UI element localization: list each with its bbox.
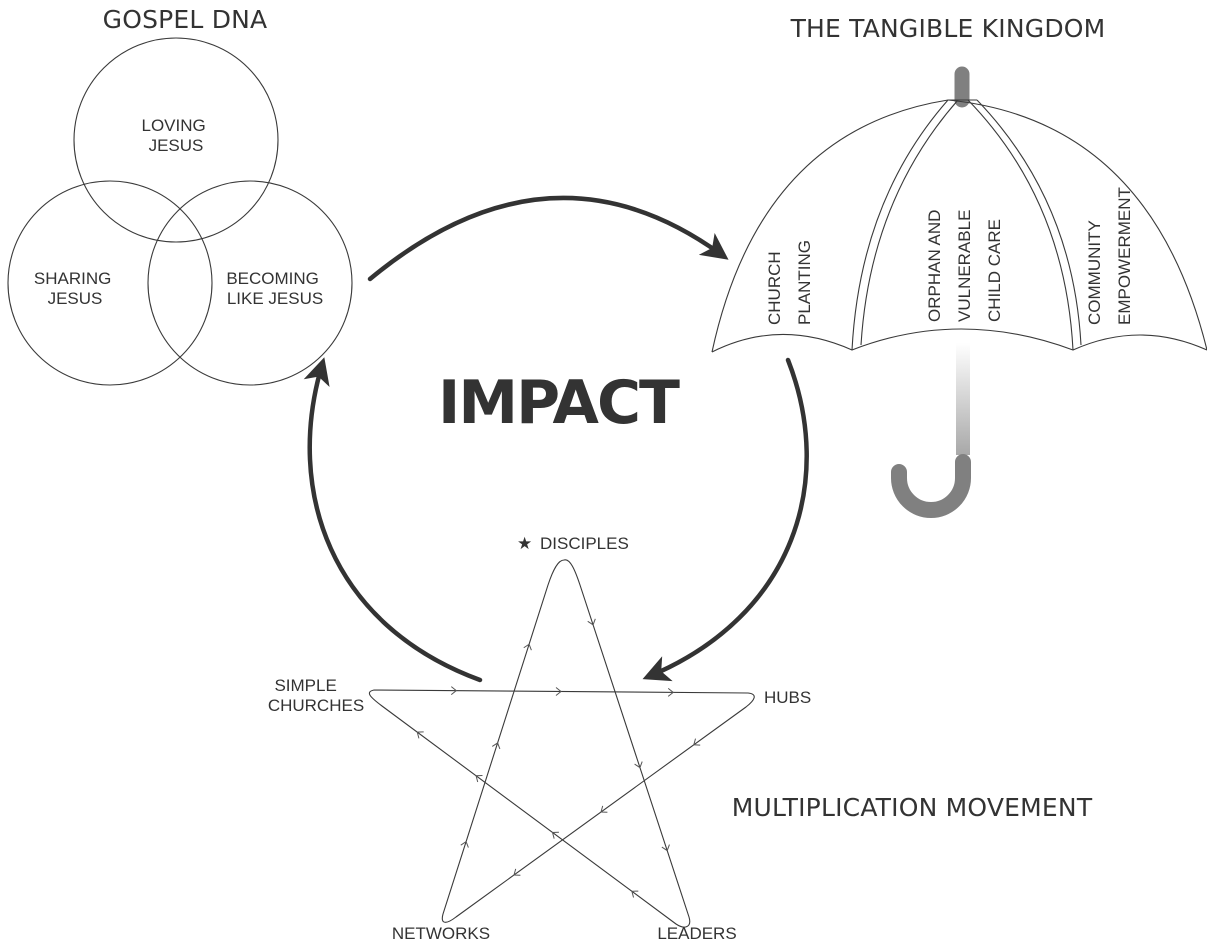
impact-cycle (303, 195, 809, 683)
venn-label-sharing: SHARING JESUS (34, 269, 116, 308)
umbrella-shaft (956, 343, 970, 455)
umbrella-canopy-left-edge (711, 99, 949, 353)
flow-chevron (513, 868, 521, 876)
flow-chevron (587, 618, 596, 626)
flow-chevron (667, 687, 675, 697)
impact-title: IMPACT (438, 368, 680, 438)
umbrella-rib-right-inner (976, 99, 1082, 346)
flow-chevron (555, 687, 562, 696)
umbrella-panel-church-planting: CHURCH PLANTING (765, 240, 814, 325)
venn-circle-becoming (147, 180, 353, 386)
cycle-arrow-to-kingdom (367, 195, 729, 282)
star-label-hubs: HUBS (764, 688, 811, 707)
flow-chevron (661, 844, 670, 852)
flow-chevron (491, 742, 501, 750)
star-path (368, 559, 755, 928)
flow-chevron (551, 831, 559, 839)
cycle-arrow-to-gospel (303, 357, 483, 683)
umbrella-rib-left-outer (851, 99, 949, 351)
venn-circle-loving (73, 37, 279, 243)
umbrella-rib-right-outer (967, 99, 1074, 351)
flow-chevron (600, 805, 608, 813)
gospel-dna-title: GOSPEL DNA (103, 5, 268, 34)
multiplication-movement-title: MULTIPLICATION MOVEMENT (732, 793, 1093, 822)
star-label-networks: NETWORKS (392, 924, 490, 943)
tangible-kingdom-title: THE TANGIBLE KINGDOM (790, 14, 1106, 43)
flow-chevron (523, 643, 532, 651)
flow-chevron (460, 840, 469, 848)
flow-chevron (631, 890, 639, 898)
star-label-leaders: LEADERS (657, 924, 736, 943)
umbrella: CHURCH PLANTING ORPHAN AND VULNERABLE CH… (711, 66, 1207, 518)
star-label-simple-churches: SIMPLE CHURCHES (268, 676, 364, 715)
star-label-disciples: ★ DISCIPLES (517, 534, 629, 553)
venn-circle-sharing (7, 180, 213, 386)
cycle-arrow-to-movement (642, 357, 809, 682)
venn-label-loving: LOVING JESUS (142, 116, 211, 155)
venn-label-becoming: BECOMING LIKE JESUS (226, 269, 323, 308)
flow-chevron (634, 761, 643, 769)
umbrella-hook (891, 454, 971, 518)
gospel-dna-venn: LOVING JESUS SHARING JESUS BECOMING LIKE… (7, 37, 353, 386)
star-icon: ★ (517, 534, 532, 553)
flow-chevron (693, 738, 701, 746)
flow-chevron (450, 686, 458, 696)
umbrella-canopy-hem (711, 328, 1207, 353)
umbrella-canopy-right-edge (947, 99, 1207, 351)
star-flow-arrows (416, 618, 701, 898)
umbrella-panel-orphan-care: ORPHAN AND VULNERABLE CHILD CARE (925, 205, 1004, 322)
flow-chevron (475, 775, 483, 783)
umbrella-panel-community-empowerment: COMMUNITY EMPOWERMENT (1085, 187, 1134, 325)
flow-chevron (416, 731, 424, 739)
multiplication-star: ★ DISCIPLES SIMPLE CHURCHES HUBS NETWORK… (268, 534, 811, 943)
umbrella-rib-left-inner (860, 99, 959, 346)
